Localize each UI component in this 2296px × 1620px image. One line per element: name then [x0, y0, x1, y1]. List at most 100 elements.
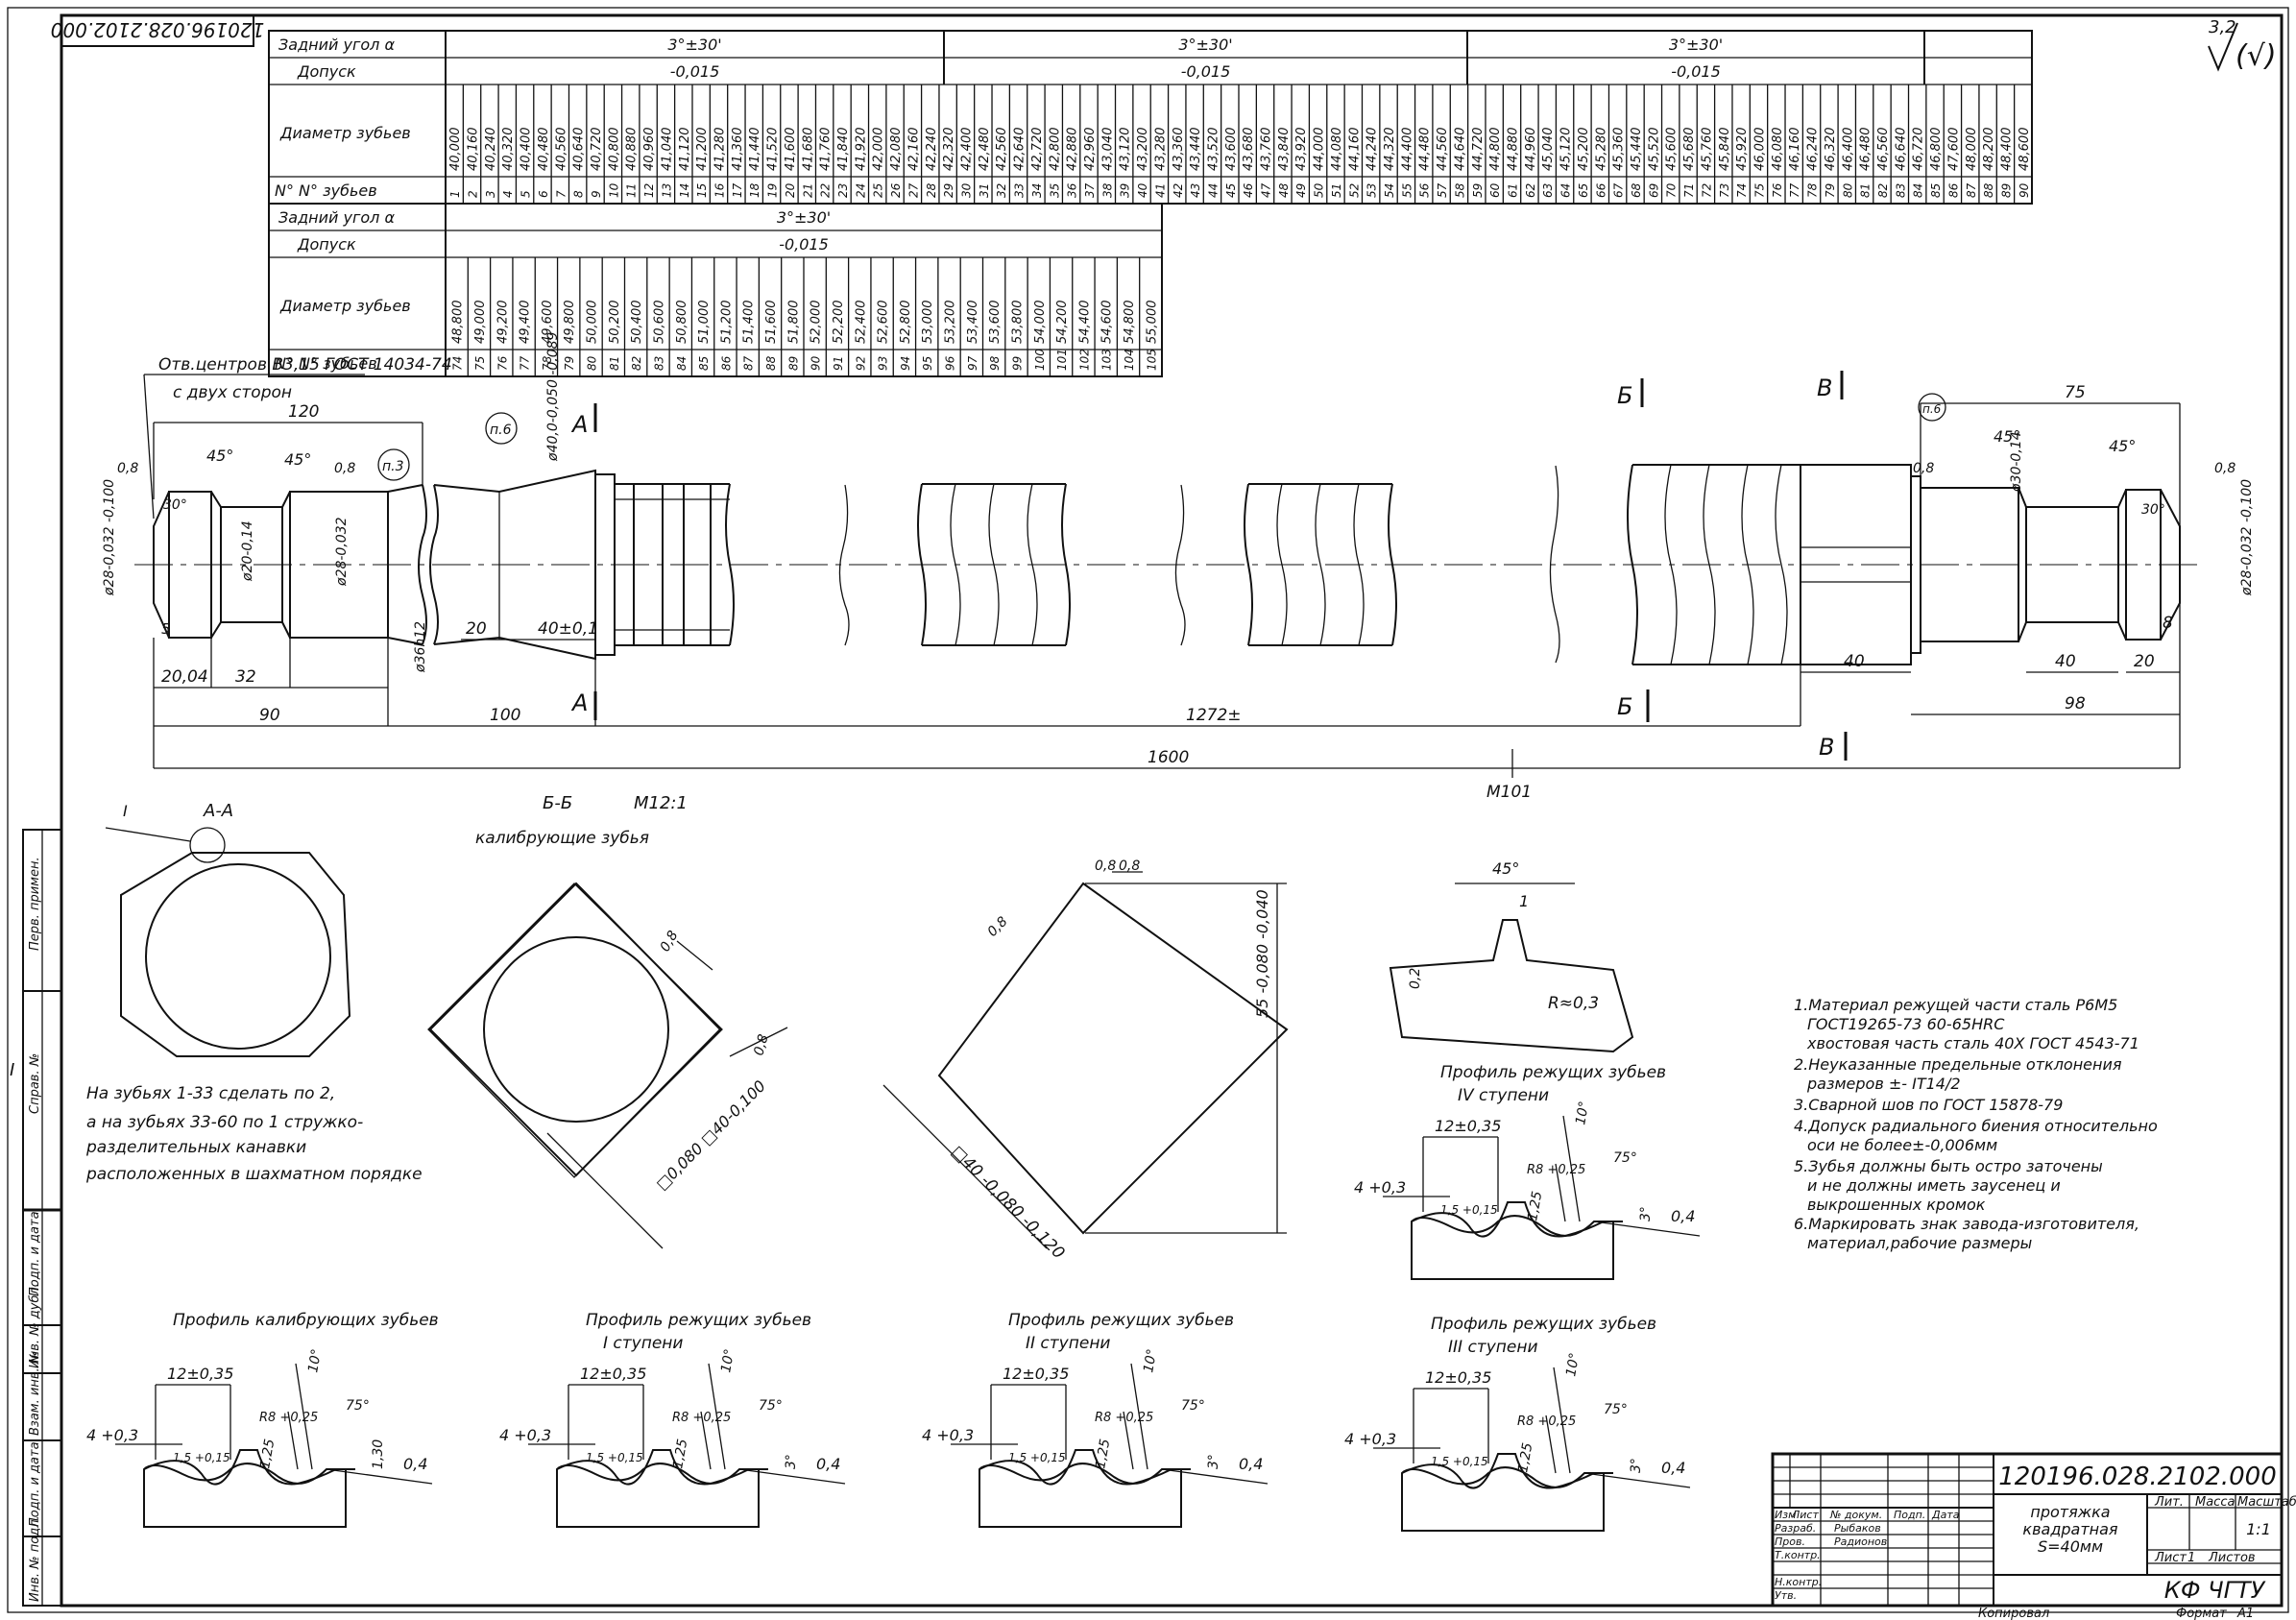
diameter-cell: 42,400	[959, 128, 974, 172]
tooth-cell: 7	[554, 190, 568, 198]
svg-text:45°: 45°	[284, 450, 311, 469]
height-value: 1,25	[1525, 1190, 1545, 1222]
tooth-cell: 12	[642, 183, 656, 198]
tooth-cell: 83	[652, 356, 665, 371]
label-tolerance: Допуск	[297, 62, 356, 81]
tooth-cell: 43	[1189, 183, 1202, 198]
diameter-cell: 44,640	[1453, 128, 1467, 172]
edge-line	[1562, 1115, 1581, 1222]
svg-text:Перв. примен.: Перв. примен.	[28, 857, 42, 951]
svg-text:ø28-0,032: ø28-0,032	[334, 517, 350, 587]
label-tooth-no-2: N° N° зубьев	[275, 354, 377, 373]
svg-text:Лист: Лист	[2154, 1551, 2187, 1565]
diameter-cell: 42,240	[925, 128, 939, 172]
tooth-cell: 88	[1982, 182, 1995, 198]
svg-text:Масса: Масса	[2195, 1495, 2235, 1510]
tooth-cell: 64	[1559, 183, 1573, 198]
pitch-value: 12±0,35	[167, 1365, 233, 1383]
outer-frame	[7, 7, 2289, 1613]
svg-text:I: I	[10, 1060, 14, 1080]
diameter-cell: 45,040	[1541, 128, 1556, 172]
profile-subtitle: I ступени	[603, 1334, 683, 1353]
svg-text:ø30-0,14: ø30-0,14	[2009, 431, 2024, 493]
diameter-cell: 44,400	[1400, 128, 1414, 172]
svg-text:КФ ЧГТУ: КФ ЧГТУ	[2164, 1577, 2266, 1604]
diameter-cell: 54,800	[1123, 301, 1137, 345]
svg-text:75: 75	[2065, 383, 2086, 402]
tooth-cell: 33	[1013, 183, 1027, 198]
diameter-cell: 43,680	[1242, 128, 1256, 172]
diameter-cell: 40,480	[537, 128, 551, 172]
tooth-cell: 18	[748, 182, 761, 198]
section-marks: A A Б Б В В М101 I	[10, 371, 1848, 1080]
group-angle: 3°±30'	[1669, 36, 1723, 54]
tooth-cell: 83	[1894, 183, 1907, 198]
svg-text:40: 40	[2055, 652, 2076, 671]
tooth-cell: 53	[1366, 183, 1379, 198]
diameter-cell: 42,640	[1013, 128, 1027, 172]
tooth-cell: 95	[921, 356, 934, 371]
tooth-cell: 80	[586, 355, 599, 371]
tooth-cell: 103	[1100, 349, 1114, 371]
profile-title: Профиль режущих зубьев	[586, 1311, 811, 1330]
rake-line	[287, 1411, 299, 1470]
tooth-cell: 14	[678, 183, 691, 198]
diameter-cell: 54,400	[1077, 301, 1092, 345]
tooth-cell: 55	[1400, 183, 1414, 198]
diameter-cell: 50,400	[630, 301, 644, 345]
svg-text:45°: 45°	[206, 447, 233, 465]
svg-text:п.6: п.6	[490, 423, 512, 438]
diameter-cell: 42,720	[1030, 128, 1045, 172]
tooth-cell: 11	[625, 183, 639, 198]
tooth-cell: 9	[590, 190, 603, 198]
svg-text:1:1: 1:1	[2246, 1520, 2271, 1538]
depth-value: 4 +0,3	[1344, 1430, 1396, 1448]
diameter-cell: 43,600	[1224, 128, 1239, 172]
svg-text:45°: 45°	[2109, 437, 2136, 455]
height-value: 1,25	[670, 1438, 690, 1470]
tooth-cell: 74	[451, 356, 465, 371]
ten-angle: 10°	[1563, 1351, 1583, 1377]
svg-text:хвостовая часть сталь 40Х ГОСТ: хвостовая часть сталь 40Х ГОСТ 4543-71	[1806, 1034, 2139, 1052]
diameter-cell: 54,200	[1055, 301, 1070, 345]
tooth-cell: 87	[742, 355, 756, 371]
svg-text:М101: М101	[1486, 783, 1532, 802]
diameter-cell: 46,720	[1912, 128, 1926, 172]
tooth-cell: 26	[889, 182, 903, 198]
angle-75: 75°	[1181, 1398, 1205, 1414]
svg-text:Радионов: Радионов	[1834, 1535, 1887, 1548]
svg-text:0,8: 0,8	[1119, 858, 1140, 874]
diameter-cell: 51,800	[786, 301, 801, 345]
diameter-cell: 46,240	[1806, 128, 1821, 172]
face-line	[1583, 1472, 1691, 1488]
svg-text:1272±: 1272±	[1186, 706, 1242, 725]
diameter-cell: 45,360	[1612, 128, 1627, 172]
svg-text:40±0,1: 40±0,1	[538, 619, 598, 639]
tooth-cell: 89	[1999, 183, 2013, 198]
tooth-cell: 52	[1347, 183, 1361, 198]
svg-text:Взам. инв. №: Взам. инв. №	[28, 1351, 42, 1436]
tooth-cell: 47	[1260, 182, 1273, 198]
gap-value: 1,5 +0,15	[586, 1451, 643, 1464]
height-value: 1,25	[257, 1438, 278, 1470]
tooth-cell: 16	[713, 182, 727, 198]
tooth-cell: 82	[1876, 183, 1890, 198]
diameter-cell: 46,080	[1771, 128, 1785, 172]
tooth-cell: 75	[1752, 183, 1766, 198]
diameter-cell: 41,680	[801, 128, 815, 172]
tooth-cell: 51	[1330, 183, 1343, 198]
diameter-cell: 40,880	[625, 128, 640, 172]
face-line	[1593, 1221, 1701, 1237]
roughness-mark: 3,2 (√)	[2208, 17, 2277, 73]
diameter-cell: 40,240	[484, 128, 498, 172]
tooth-cell: 84	[1912, 183, 1925, 198]
tooth-cell: 102	[1077, 349, 1091, 371]
tooth-cell: 86	[719, 355, 733, 371]
diameter-cell: 44,000	[1313, 128, 1327, 172]
profile-outline	[556, 1449, 768, 1486]
square-view: 0,8 0,8 55 -0,080 -0,040 □40 -0,080 -0,1…	[882, 858, 1289, 1263]
tooth-cell: 93	[877, 356, 890, 371]
profile-title: Профиль режущих зубьев	[1431, 1315, 1656, 1334]
svg-text:Б: Б	[1617, 382, 1632, 409]
